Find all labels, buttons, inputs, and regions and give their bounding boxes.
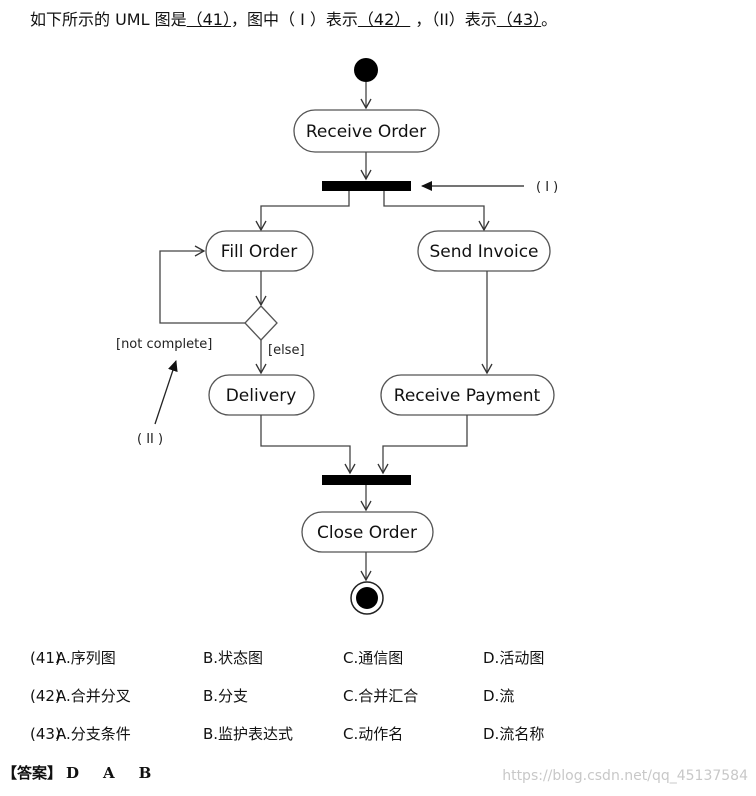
guard-not-complete: [not complete] [116,337,212,352]
option-b: B.分支 [203,687,249,705]
option-b: B.监护表达式 [203,725,294,743]
option-number: (42) [30,687,61,705]
fork-bar [322,181,411,191]
blank-43: （43） [496,10,542,29]
marker-one: ( I ) [536,180,558,195]
option-d: D.活动图 [483,649,545,667]
answer-41: D [66,764,80,782]
action-fill-order [205,230,314,272]
option-d: D.流 [483,687,515,705]
label-send-invoice: Send Invoice [430,242,539,262]
option-c: C.通信图 [343,649,404,667]
option-number: (41) [30,649,61,667]
answer-42: A [103,764,115,782]
flow-payment-to-join [377,415,468,475]
question-text: 如下所示的 UML 图是（41），图中（ I ）表示（42） ，（II）表示（4… [30,8,557,32]
action-close-order [301,511,434,553]
option-a: A.合并分叉 [56,687,131,705]
option-number: (43) [30,725,61,743]
label-close-order: Close Order [317,523,417,543]
option-a: A.序列图 [56,649,116,667]
label-receive-payment: Receive Payment [394,386,541,406]
option-a: A.分支条件 [56,725,131,743]
option-d: D.流名称 [483,725,545,743]
flow-delivery-to-join [260,415,356,475]
final-node-core [356,587,378,609]
decision-node [244,305,278,341]
option-c: C.合并汇合 [343,687,419,705]
answer-label: 【答案】 [2,764,63,782]
answer-line: 【答案】D A B [2,762,175,783]
label-receive-order: Receive Order [306,122,426,142]
pointer-two [154,360,178,425]
question-mid-1: ，图中（ I ）表示 [230,10,358,29]
uml-activity-diagram: Receive Order ( I ) Fill Order Send Invo… [116,58,558,615]
question-suffix: 。 [541,10,558,29]
marker-two: ( II ) [137,432,163,447]
label-fill-order: Fill Order [221,242,297,262]
flow-fork-to-fill [255,191,350,232]
question-prefix: 如下所示的 UML 图是 [30,10,187,29]
flow-fork-to-invoice [383,191,490,232]
guard-else: [else] [268,343,305,358]
option-b: B.状态图 [203,649,264,667]
answer-43: B [138,764,152,782]
flow-loop-not-complete [159,245,245,324]
initial-node [354,58,378,82]
option-c: C.动作名 [343,725,404,743]
question-mid-2: ，（II）表示 [410,10,497,29]
watermark-url: https://blog.csdn.net/qq_45137584 [502,768,748,784]
blank-42: （42） [357,10,411,29]
action-send-invoice [417,230,551,272]
join-bar [322,475,411,485]
label-delivery: Delivery [226,386,297,406]
blank-41: （41） [186,10,231,29]
